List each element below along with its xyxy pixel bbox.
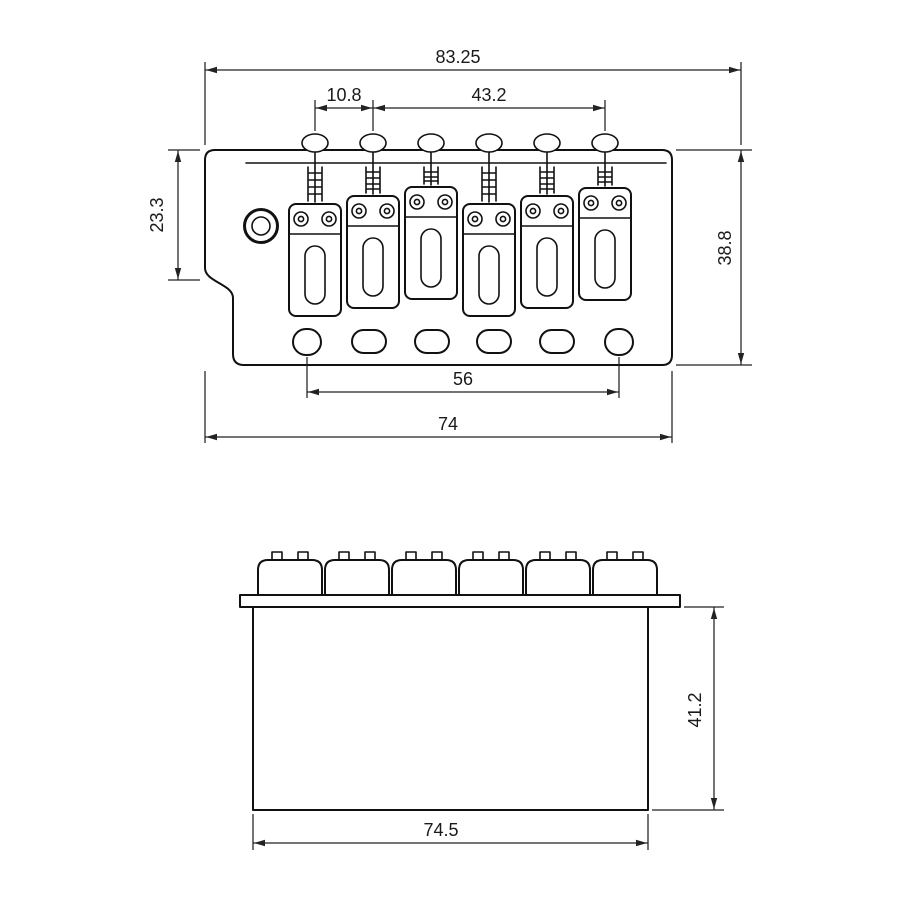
dimension-plate-depth: 38.8	[676, 149, 752, 366]
arrowhead	[316, 104, 327, 112]
extension-lines	[676, 149, 752, 366]
extension-lines	[204, 62, 742, 145]
dimension-left-depth: 23.3	[147, 149, 200, 281]
string-hole	[292, 328, 322, 356]
dimension-plate-width: 74	[204, 371, 673, 443]
dim-plate-width-label: 74	[438, 414, 458, 434]
arrowhead	[361, 104, 372, 112]
dimension-overall-width: 83.25	[204, 47, 742, 145]
string-hole	[539, 329, 575, 354]
intonation-screw-head	[417, 133, 445, 153]
dim-left-depth-label: 23.3	[147, 197, 167, 232]
arrowhead	[660, 433, 671, 441]
arrowhead	[737, 353, 745, 364]
trem-arm-hole-inner	[251, 216, 271, 236]
tremolo-block	[252, 606, 649, 811]
side-saddle	[592, 551, 658, 596]
dim-overall-width-label: 83.25	[435, 47, 480, 67]
arrowhead	[308, 388, 319, 396]
string-hole	[414, 329, 450, 354]
arrowhead	[174, 151, 182, 162]
dim-block-width-label: 74.5	[423, 820, 458, 840]
extension-lines	[204, 371, 673, 443]
arrowhead	[710, 608, 718, 619]
arrowhead	[374, 104, 385, 112]
intonation-screw-head	[533, 133, 561, 153]
saddle	[520, 195, 574, 309]
dimension-screw-spacing: 10.8 43.2	[314, 85, 606, 131]
side-saddle	[257, 551, 323, 596]
intonation-screw-head	[475, 133, 503, 153]
saddle	[346, 195, 400, 309]
arrowhead	[206, 433, 217, 441]
saddle	[578, 187, 632, 301]
saddle	[404, 186, 458, 300]
dimension-string-hole-span: 56	[306, 357, 620, 398]
side-saddle	[324, 551, 390, 596]
side-view: 41.2 74.5	[239, 551, 724, 850]
trem-arm-hole-icon	[243, 208, 279, 244]
saddle	[462, 203, 516, 317]
saddle	[288, 203, 342, 317]
dim-plate-depth-label: 38.8	[715, 230, 735, 265]
side-plate	[239, 594, 681, 608]
arrowhead	[607, 388, 618, 396]
dimension-block-height: 41.2	[652, 606, 724, 811]
extension-lines	[168, 149, 200, 281]
arrowhead	[206, 66, 217, 74]
intonation-screw-head	[301, 133, 329, 153]
dim-block-height-label: 41.2	[685, 692, 705, 727]
dim-screw-span-label: 43.2	[471, 85, 506, 105]
dimension-block-width: 74.5	[252, 814, 649, 850]
arrowhead	[174, 268, 182, 279]
arrowhead	[254, 839, 265, 847]
arrowhead	[636, 839, 647, 847]
intonation-screw-head	[359, 133, 387, 153]
arrowhead	[737, 151, 745, 162]
arrowhead	[729, 66, 740, 74]
arrowhead	[710, 798, 718, 809]
extension-lines	[252, 814, 649, 850]
top-view: 83.25 10.8 43.2 23.3 38.8	[147, 47, 752, 443]
side-saddle	[391, 551, 457, 596]
extension-lines	[314, 100, 606, 131]
extension-lines	[652, 606, 724, 811]
string-hole	[351, 329, 387, 354]
dim-screw-pitch-label: 10.8	[326, 85, 361, 105]
side-saddle	[525, 551, 591, 596]
arrowhead	[593, 104, 604, 112]
string-hole	[476, 329, 512, 354]
side-saddle	[458, 551, 524, 596]
string-hole	[604, 328, 634, 356]
dim-string-hole-span-label: 56	[453, 369, 473, 389]
intonation-screw-head	[591, 133, 619, 153]
extension-lines	[306, 357, 620, 398]
intonation-screw-shafts	[314, 151, 606, 203]
